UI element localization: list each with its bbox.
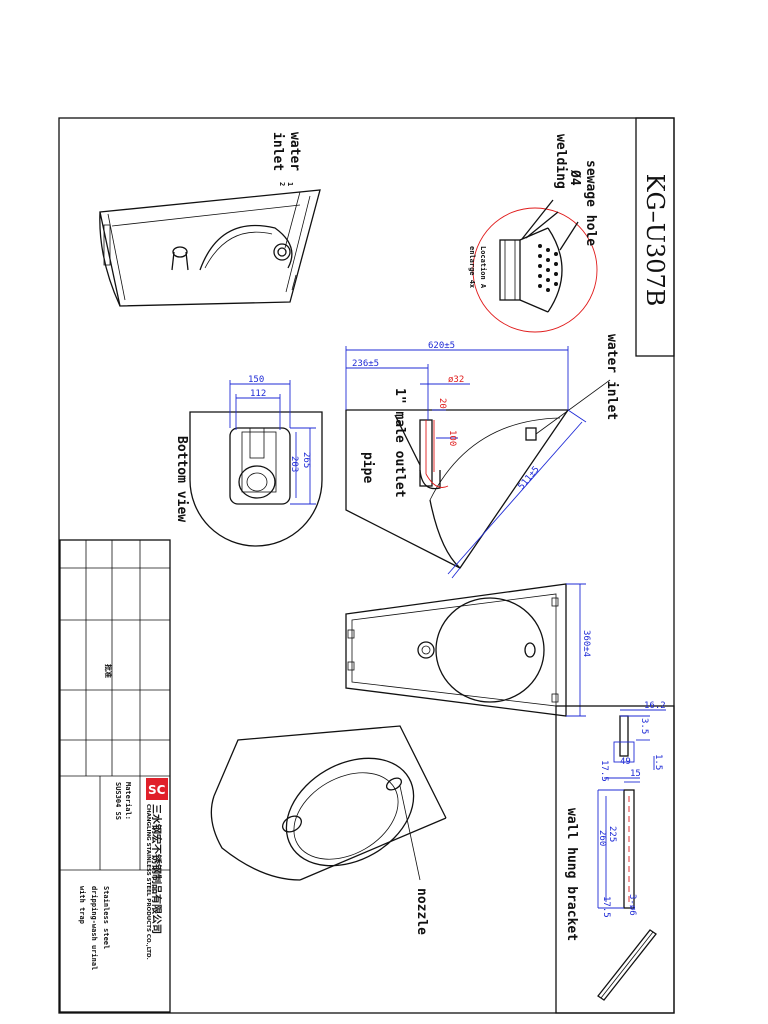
sewage-hole-pattern — [538, 244, 558, 292]
material-label: Material: — [124, 782, 132, 820]
urinal-bottom-perspective — [210, 725, 447, 881]
dim-20: 20 — [437, 398, 447, 409]
top-view-dimensions — [566, 583, 586, 717]
location-label: Location A — [479, 246, 487, 289]
sc-logo: SC — [146, 778, 168, 800]
sewage-hole-label: sewage hole — [583, 160, 598, 246]
approval-label: 批准 — [104, 664, 113, 678]
bottom-view-label: Bottom view — [174, 436, 189, 522]
urinal-perspective-view — [99, 189, 321, 307]
dim-511: 511±5 — [517, 465, 542, 492]
description-line-3: with trap — [78, 886, 86, 924]
dim-236: 236±5 — [352, 359, 379, 369]
water-inlet-leader — [284, 191, 301, 249]
dim-1-5: 1.5 — [653, 754, 663, 770]
dim-360: 360±4 — [581, 630, 591, 657]
dim-265: 265 — [301, 452, 311, 468]
bracket-panel — [555, 705, 675, 1014]
description-line-2: dripping-wash urinal — [90, 886, 98, 970]
water-inlet-top-label: water inlet — [604, 334, 619, 420]
urinal-top-view — [345, 583, 567, 717]
enlarge-label: enlarge 4x — [468, 246, 476, 289]
logo-text: SC — [148, 783, 166, 797]
outlet-section-red — [425, 420, 449, 488]
dim-100: 100 — [447, 430, 457, 446]
water-inlet-label-1: water — [287, 132, 302, 171]
dim-225: 225 — [607, 826, 617, 842]
dim-112: 112 — [250, 389, 266, 399]
drawing-border — [58, 117, 675, 1014]
side-view-dimensions — [345, 346, 587, 579]
wall-bracket-label: wall hung bracket — [564, 808, 579, 941]
bottom-view — [189, 411, 323, 547]
outlet-label-1: 1" male outlet — [392, 388, 407, 498]
half-inch-numerator: 1 — [286, 182, 294, 186]
dim-203: 203 — [289, 456, 299, 472]
nozzle-label: nozzle — [414, 888, 429, 935]
dim-49: 49 — [620, 757, 631, 767]
dim-260: 260 — [597, 830, 607, 846]
location-a-detail — [472, 199, 598, 333]
dim-15: 15 — [630, 769, 641, 779]
dim-16-2: 16.2 — [644, 701, 666, 711]
half-inch-denominator: 2 — [278, 182, 286, 186]
outlet-label-2: pipe — [360, 452, 375, 483]
model-number: KG–U307B — [641, 174, 669, 307]
dim-3-5: 3.5 — [639, 718, 649, 734]
model-title-box — [635, 117, 675, 357]
dim-3-phi6: 3-ø6 — [627, 894, 637, 916]
company-name-en: CHANGLING STAINLESS STEEL PRODUCTS CO.,L… — [145, 804, 151, 960]
material-value: SUS304 SS — [114, 782, 122, 820]
bracket-perspective — [597, 929, 657, 1001]
dim-17-5-top: 17.5 — [599, 760, 609, 782]
phi4-label: Ø4 — [567, 169, 582, 186]
dim-150: 150 — [248, 375, 264, 385]
dim-17-5-bottom: 17.5 — [601, 896, 611, 918]
bottom-view-dimensions — [229, 380, 316, 505]
water-inlet-label-2: inlet — [270, 132, 285, 171]
title-block — [59, 539, 171, 1013]
bracket-detail — [597, 709, 666, 909]
company-name-cn: 三水钢宏不锈钢制品有限公司 — [150, 804, 163, 934]
welding-label: welding — [553, 134, 568, 189]
dim-620: 620±5 — [428, 341, 455, 351]
dim-32: ø32 — [448, 375, 464, 385]
description-line-1: Stainless steel — [102, 886, 110, 949]
